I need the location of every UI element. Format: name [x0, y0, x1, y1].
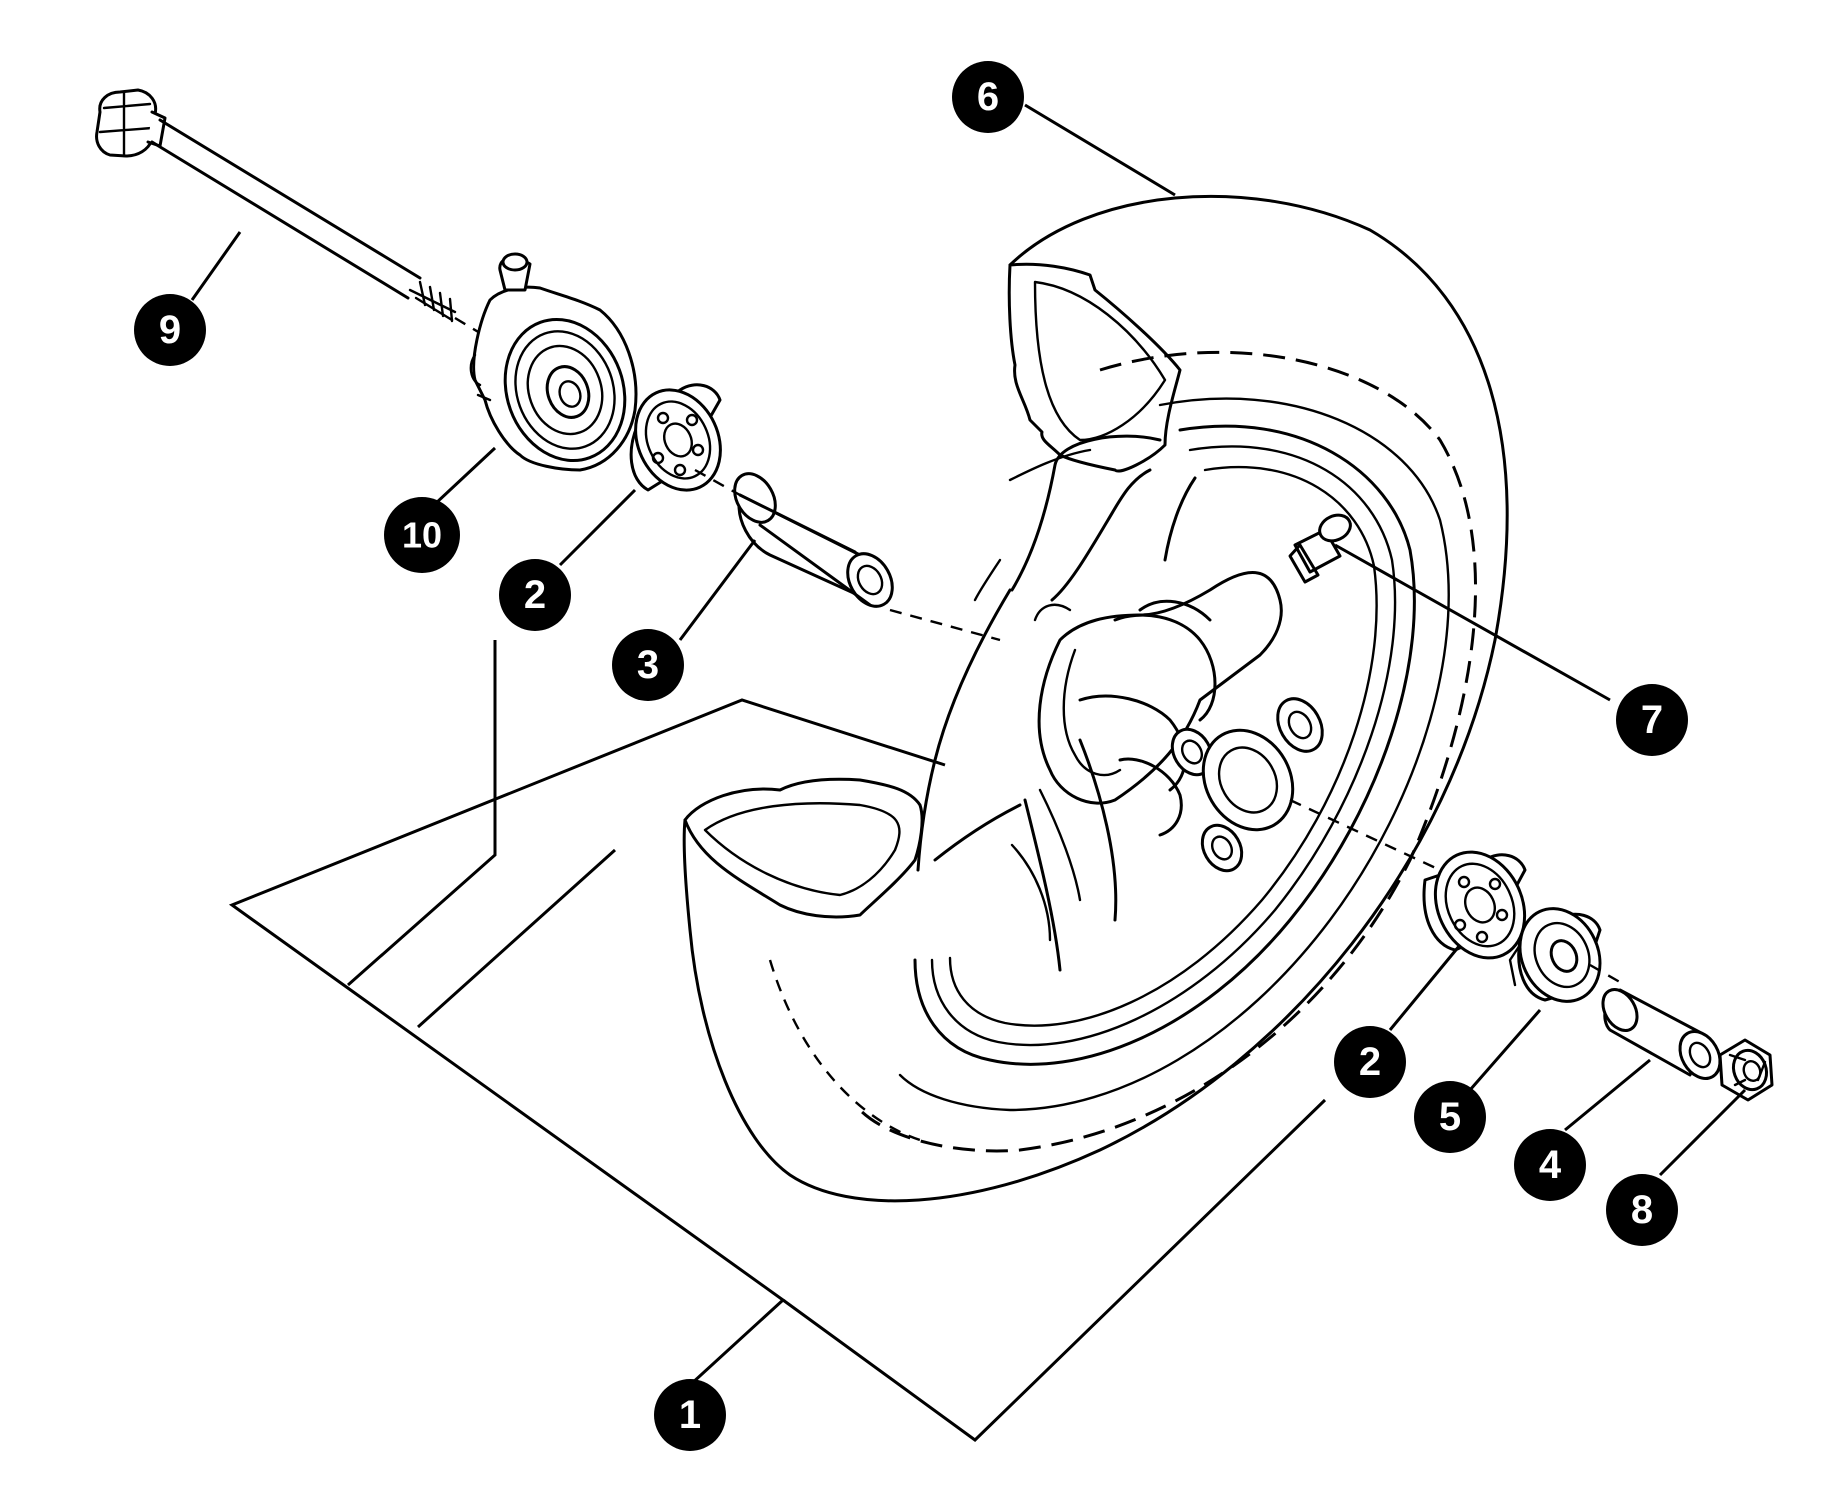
wheel-bearing-right [1422, 850, 1527, 960]
callout-6: 6 [952, 61, 1024, 133]
spacer-collar [733, 472, 894, 608]
spacer [1601, 988, 1722, 1080]
leader-1-collar [416, 848, 617, 1029]
callout-10: 10 [384, 497, 460, 573]
oil-seal [1508, 907, 1602, 1003]
leader-3 [678, 539, 757, 641]
leader-1-bearing [347, 640, 497, 987]
callout-2-top: 2 [499, 559, 571, 631]
callout-4-label: 4 [1539, 1143, 1562, 1187]
leader-1-tire [228, 698, 946, 1387]
callout-2-bottom: 2 [1334, 1026, 1406, 1098]
leader-8 [1658, 1088, 1747, 1177]
leader-7 [1334, 543, 1611, 702]
callout-9-label: 9 [159, 308, 181, 352]
callout-8: 8 [1606, 1174, 1678, 1246]
callout-7-label: 7 [1641, 698, 1663, 742]
axle-bolt [95, 88, 501, 347]
leader-1-rim [782, 1098, 1327, 1442]
callout-1-label: 1 [679, 1393, 701, 1437]
leader-4 [1564, 1058, 1651, 1132]
wheel-rim [913, 424, 1416, 1066]
leader-lines [190, 103, 1747, 1442]
axis-line-left-a [694, 468, 741, 497]
speedometer-drive-gear [469, 252, 638, 472]
leader-9 [190, 231, 242, 301]
leader-6 [1024, 103, 1176, 197]
callout-7: 7 [1616, 684, 1688, 756]
callout-10-label: 10 [402, 515, 442, 556]
callout-5: 5 [1414, 1081, 1486, 1153]
callout-2-top-label: 2 [524, 573, 546, 617]
wheel-hub [1033, 571, 1324, 873]
callout-3: 3 [612, 629, 684, 701]
axis-line-right-b [1589, 963, 1626, 987]
callout-6-label: 6 [977, 75, 999, 119]
leader-5 [1468, 1009, 1542, 1091]
callout-9: 9 [134, 294, 206, 366]
axis-line-left-b [889, 608, 1001, 642]
callout-8-label: 8 [1631, 1188, 1653, 1232]
tire-valve [1288, 513, 1352, 584]
tire [682, 194, 1509, 1203]
axle-nut [1718, 1038, 1774, 1102]
callout-1: 1 [654, 1379, 726, 1451]
leader-2-bottom [1388, 944, 1462, 1031]
callout-2-bottom-label: 2 [1359, 1040, 1381, 1084]
wheel-bearing-left [629, 383, 722, 492]
callout-4: 4 [1514, 1129, 1586, 1201]
leader-2-top [558, 488, 637, 567]
callout-3-label: 3 [637, 643, 659, 687]
callout-5-label: 5 [1439, 1095, 1461, 1139]
axis-line-right-a [1289, 798, 1441, 872]
